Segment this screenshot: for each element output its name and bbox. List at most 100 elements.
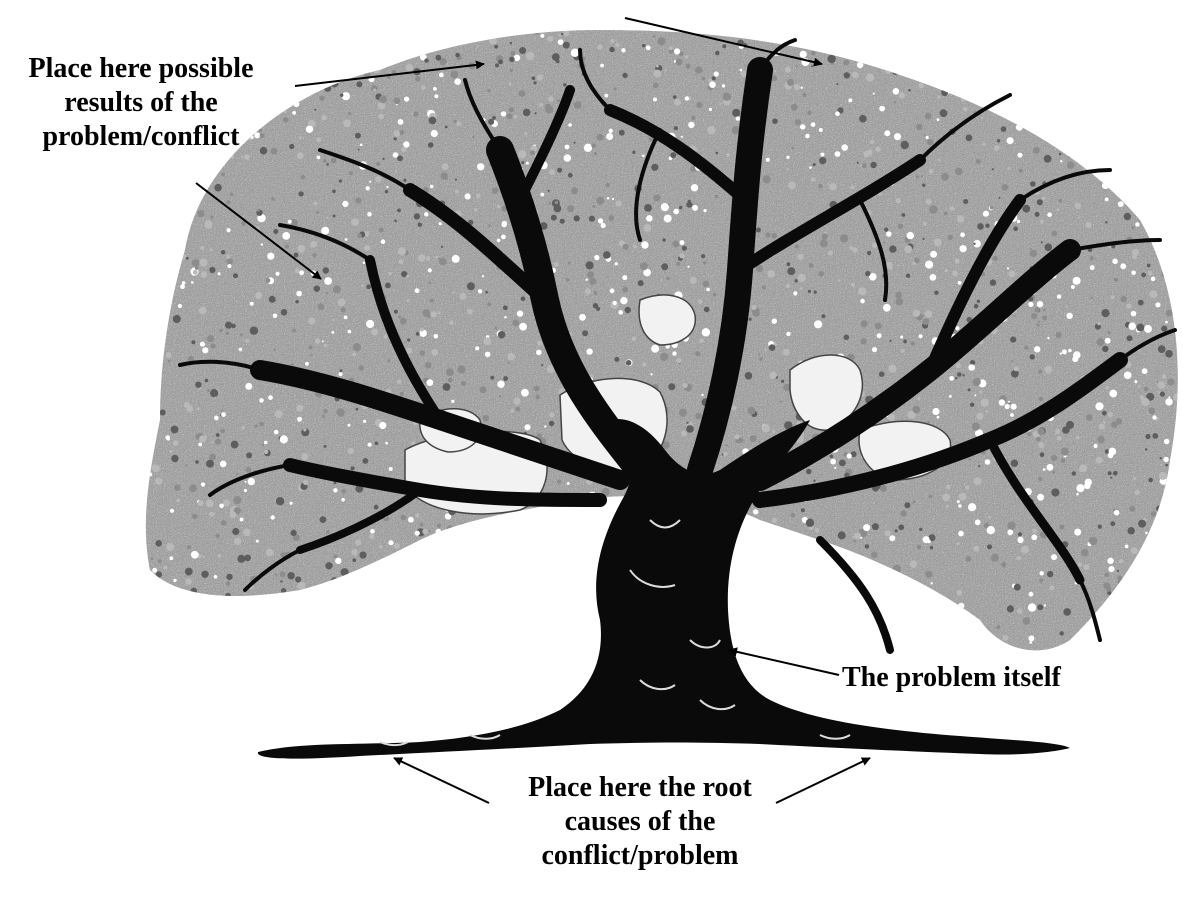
foliage-speck [1114, 510, 1120, 516]
foliage-speck [1008, 167, 1011, 170]
foliage-speck [428, 281, 431, 284]
foliage-speck [454, 24, 461, 31]
foliage-speck [1076, 87, 1078, 89]
foliage-speck [808, 25, 811, 28]
foliage-speck [932, 64, 936, 68]
foliage-speck [150, 585, 154, 589]
foliage-speck [1116, 175, 1120, 179]
foliage-speck [829, 183, 836, 190]
foliage-speck [680, 240, 685, 245]
foliage-speck [1173, 553, 1177, 557]
foliage-speck [1075, 71, 1083, 79]
foliage-speck [1137, 324, 1145, 332]
foliage-speck [584, 144, 592, 152]
foliage-speck [1008, 401, 1010, 403]
foliage-speck [917, 545, 922, 550]
foliage-speck [379, 95, 387, 103]
foliage-speck [1035, 109, 1038, 112]
foliage-speck [932, 408, 939, 415]
foliage-speck [579, 314, 586, 321]
foliage-speck [1008, 522, 1016, 530]
foliage-speck [552, 24, 557, 29]
foliage-speck [502, 221, 507, 226]
foliage-speck [345, 589, 350, 594]
foliage-speck [780, 640, 787, 647]
foliage-speck [203, 435, 207, 439]
foliage-speck [819, 157, 826, 164]
foliage-speck [369, 62, 371, 64]
foliage-speck [974, 477, 982, 485]
foliage-speck [301, 646, 305, 650]
foliage-speck [331, 607, 336, 612]
foliage-speck [813, 163, 816, 166]
foliage-speck [801, 508, 805, 512]
foliage-speck [1149, 36, 1151, 38]
foliage-speck [1045, 244, 1053, 252]
foliage-speck [858, 560, 861, 563]
foliage-speck [326, 292, 328, 294]
foliage-speck [787, 168, 789, 170]
foliage-speck [467, 282, 475, 290]
foliage-speck [342, 92, 350, 100]
foliage-speck [488, 225, 490, 227]
foliage-speck [246, 467, 252, 473]
foliage-speck [957, 372, 962, 377]
foliage-speck [214, 184, 222, 192]
foliage-speck [1014, 584, 1021, 591]
foliage-speck [1084, 57, 1091, 64]
foliage-speck [741, 626, 747, 632]
foliage-speck [903, 610, 911, 618]
foliage-speck [167, 39, 169, 41]
foliage-speck [415, 514, 419, 518]
foliage-speck [974, 304, 979, 309]
foliage-speck [388, 272, 392, 276]
foliage-speck [425, 362, 431, 368]
foliage-speck [1059, 127, 1062, 130]
foliage-speck [183, 176, 189, 182]
foliage-speck [147, 224, 150, 227]
foliage-speck [540, 34, 544, 38]
foliage-speck [1041, 241, 1043, 243]
foliage-speck [804, 25, 810, 31]
foliage-speck [254, 33, 262, 41]
foliage-speck [297, 152, 304, 159]
foliage-speck [176, 499, 180, 503]
foliage-speck [242, 32, 248, 38]
foliage-speck [950, 206, 955, 211]
foliage-speck [864, 151, 870, 157]
foliage-speck [209, 512, 214, 517]
foliage-speck [415, 288, 420, 293]
foliage-speck [990, 279, 996, 285]
foliage-speck [315, 338, 320, 343]
foliage-speck [195, 382, 201, 388]
foliage-speck [206, 499, 214, 507]
foliage-speck [1040, 571, 1044, 575]
foliage-speck [255, 292, 262, 299]
foliage-speck [857, 62, 863, 68]
foliage-speck [948, 235, 953, 240]
foliage-speck [929, 495, 933, 499]
foliage-speck [1113, 113, 1119, 119]
foliage-speck [456, 623, 464, 631]
foliage-speck [871, 552, 877, 558]
foliage-speck [676, 59, 683, 66]
foliage-speck [807, 111, 811, 115]
foliage-speck [911, 342, 915, 346]
foliage-speck [314, 109, 316, 111]
foliage-speck [274, 430, 279, 435]
foliage-speck [936, 593, 940, 597]
foliage-speck [420, 523, 424, 527]
foliage-speck [1052, 231, 1058, 237]
foliage-speck [679, 253, 684, 258]
foliage-speck [758, 354, 760, 356]
foliage-speck [283, 117, 289, 123]
foliage-speck [574, 215, 580, 221]
foliage-speck [1001, 184, 1008, 191]
foliage-speck [202, 184, 205, 187]
foliage-speck [1110, 521, 1115, 526]
foliage-speck [795, 119, 801, 125]
foliage-speck [798, 29, 801, 32]
foliage-speck [1142, 645, 1148, 651]
foliage-speck [597, 45, 602, 50]
foliage-speck [767, 270, 775, 278]
